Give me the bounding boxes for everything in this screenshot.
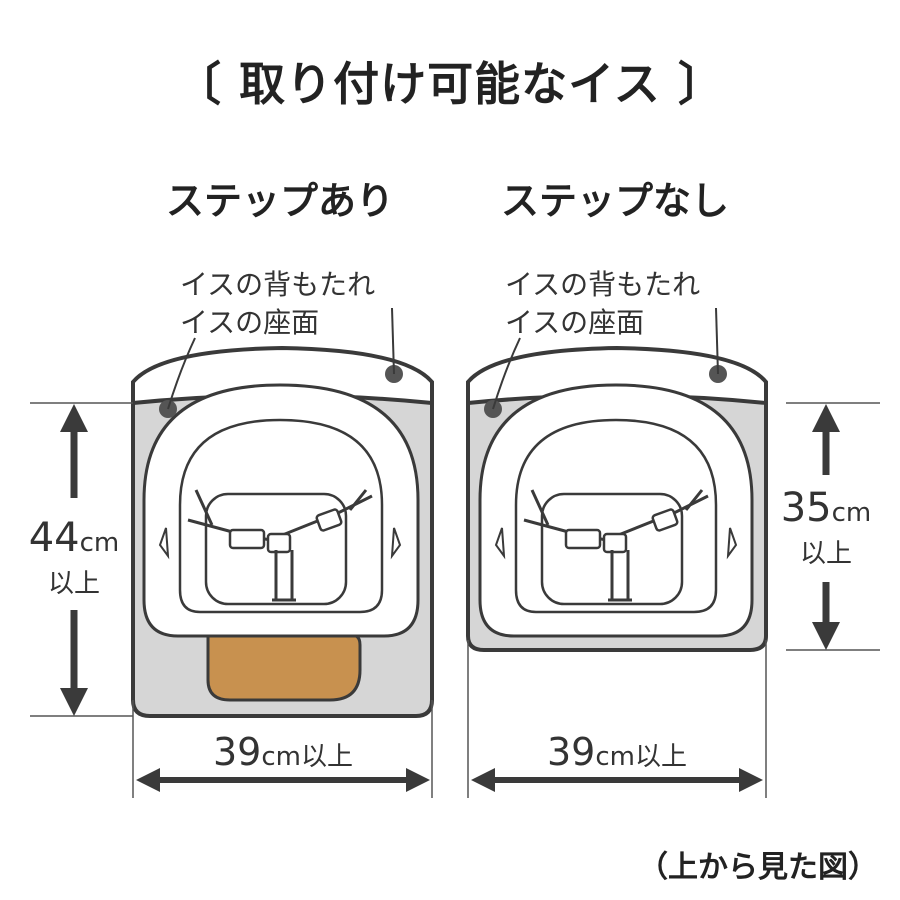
width-label-right: 39cm以上 [467, 730, 767, 774]
subtitle-without-step: ステップなし [500, 179, 729, 223]
depth-unit-left: cm [79, 528, 120, 558]
depth-value-right: 35 [780, 485, 832, 531]
page-title: 〔 取り付け可能なイス 〕 [175, 57, 725, 111]
subtitle-with-step: ステップあり [165, 179, 394, 223]
booster-seat-left [142, 383, 420, 638]
depth-suffix-right: 以上 [799, 539, 852, 569]
depth-suffix-left: 以上 [47, 569, 100, 599]
depth-unit-right: cm [831, 498, 872, 528]
width-value-right: 39 [547, 730, 596, 774]
depth-label-left: 44cm 以上 [18, 515, 130, 600]
callout-backrest-left: イスの背もたれ [180, 268, 376, 301]
width-value-left: 39 [213, 730, 262, 774]
width-label-left: 39cm以上 [133, 730, 433, 774]
depth-value-left: 44 [28, 515, 80, 561]
chair-with-step [30, 307, 434, 798]
callout-seat-right: イスの座面 [505, 306, 645, 339]
chair-without-step [466, 307, 880, 798]
booster-seat-right [478, 383, 754, 638]
callout-seat-left: イスの座面 [180, 306, 320, 339]
width-unit-right: cm以上 [595, 742, 687, 772]
width-unit-left: cm以上 [261, 742, 353, 772]
step-plate [206, 633, 362, 702]
callout-backrest-right: イスの背もたれ [505, 268, 701, 301]
depth-label-right: 35cm 以上 [770, 485, 882, 570]
view-note: （上から見た図） [638, 850, 878, 885]
